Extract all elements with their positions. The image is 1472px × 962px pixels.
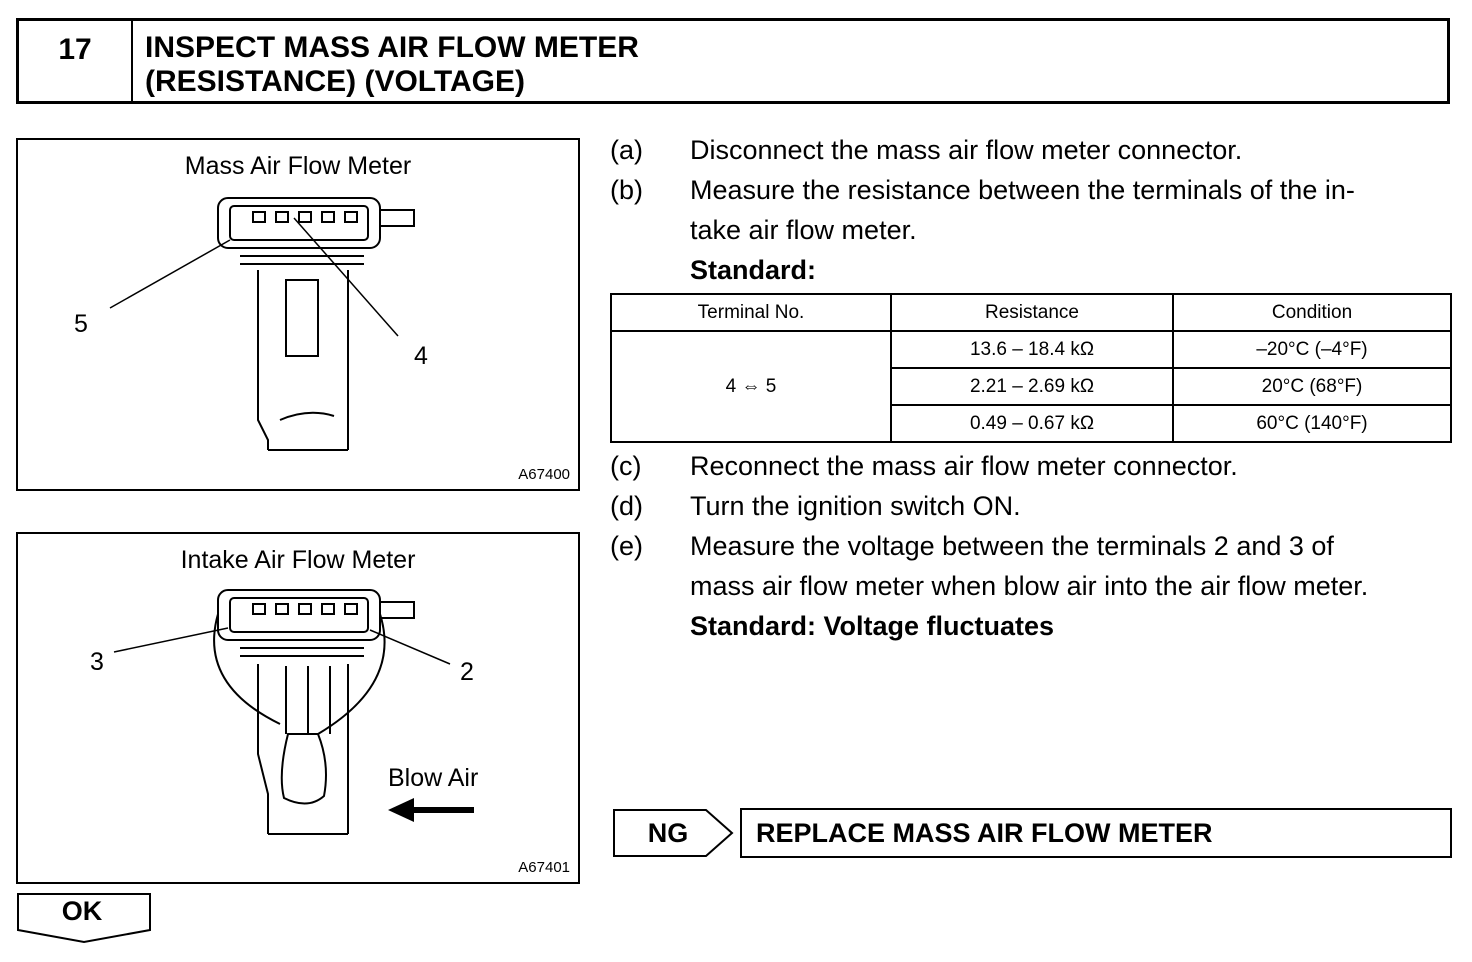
condition-cell: –20°C (–4°F) xyxy=(1172,330,1452,369)
ng-box: NG xyxy=(612,808,736,858)
resistance-table: Terminal No. Resistance Condition 4 ⇔ 5 … xyxy=(610,293,1452,443)
figure-title: Intake Air Flow Meter xyxy=(180,546,416,574)
condition-cell: 60°C (140°F) xyxy=(1172,404,1452,443)
table-row: 2.21 – 2.69 kΩ 20°C (68°F) xyxy=(611,367,1452,406)
callout-2: 2 xyxy=(460,658,474,686)
step-text: Disconnect the mass air flow meter conne… xyxy=(690,135,1243,165)
step-text: Measure the resistance between the termi… xyxy=(690,175,1355,205)
table-row: 0.49 – 0.67 kΩ 60°C (140°F) xyxy=(611,404,1452,443)
step-a: (a) Disconnect the mass air flow meter c… xyxy=(610,130,1452,170)
figure-code: A67400 xyxy=(518,466,570,483)
step-label: (a) xyxy=(610,135,643,165)
table-row: 4 ⇔ 5 13.6 – 18.4 kΩ –20°C (–4°F) xyxy=(610,330,1452,443)
condition-cell: 20°C (68°F) xyxy=(1172,367,1452,406)
step-b: (b) Measure the resistance between the t… xyxy=(610,170,1452,290)
callout-4: 4 xyxy=(414,342,428,370)
resistance-cell: 0.49 – 0.67 kΩ xyxy=(890,404,1174,443)
figure-title: Mass Air Flow Meter xyxy=(184,152,412,180)
intake-air-flow-meter-drawing xyxy=(113,589,474,835)
callout-3: 3 xyxy=(90,648,104,676)
table-header-row: Terminal No. Resistance Condition xyxy=(610,293,1452,332)
step-label: (b) xyxy=(610,175,643,205)
step-text-cont: take air flow meter. xyxy=(690,215,917,245)
header-terminal: Terminal No. xyxy=(610,293,892,332)
ok-label: OK xyxy=(61,896,103,926)
step-text: Turn the ignition switch ON. xyxy=(690,491,1021,521)
step-label: (e) xyxy=(610,531,643,561)
step-label: (c) xyxy=(610,451,642,481)
ok-box: OK xyxy=(16,892,154,946)
step-label: (d) xyxy=(610,491,643,521)
figure-code: A67401 xyxy=(518,859,570,876)
standard-label: Standard: xyxy=(690,255,817,285)
callout-5: 5 xyxy=(74,310,88,338)
blow-air-label: Blow Air xyxy=(388,764,479,792)
step-title: INSPECT MASS AIR FLOW METER (RESISTANCE)… xyxy=(145,31,639,99)
step-d: (d) Turn the ignition switch ON. xyxy=(610,486,1452,526)
ok-arrow-shape xyxy=(17,893,151,944)
mass-air-flow-meter-drawing xyxy=(109,197,415,451)
step-text: Measure the voltage between the terminal… xyxy=(690,531,1334,561)
figure-mass-air-flow-meter: Mass Air Flow Meter 5 4 A67400 xyxy=(16,138,580,491)
step-c: (c) Reconnect the mass air flow meter co… xyxy=(610,446,1452,486)
ng-label: NG xyxy=(647,818,689,848)
figure-intake-air-flow-meter: Intake Air Flow Meter 3 2 Blow Air A6740… xyxy=(16,532,580,884)
step-text-cont: mass air flow meter when blow air into t… xyxy=(690,571,1369,601)
step-number: 17 xyxy=(19,21,133,101)
resistance-cell: 13.6 – 18.4 kΩ xyxy=(890,330,1174,369)
step-title-line2: (RESISTANCE) (VOLTAGE) xyxy=(145,65,525,98)
ng-arrow-shape xyxy=(613,809,734,857)
step-title-line1: INSPECT MASS AIR FLOW METER xyxy=(145,31,639,64)
step-e: (e) Measure the voltage between the term… xyxy=(610,526,1452,646)
step-header: 17 INSPECT MASS AIR FLOW METER (RESISTAN… xyxy=(16,18,1450,104)
standard-label: Standard: Voltage fluctuates xyxy=(690,611,1055,641)
resistance-cell: 2.21 – 2.69 kΩ xyxy=(890,367,1174,406)
step-text: Reconnect the mass air flow meter connec… xyxy=(690,451,1238,481)
ng-result-box: REPLACE MASS AIR FLOW METER xyxy=(740,808,1452,858)
terminal-cell: 4 ⇔ 5 xyxy=(610,330,892,443)
header-condition: Condition xyxy=(1172,293,1452,332)
header-resistance: Resistance xyxy=(890,293,1174,332)
